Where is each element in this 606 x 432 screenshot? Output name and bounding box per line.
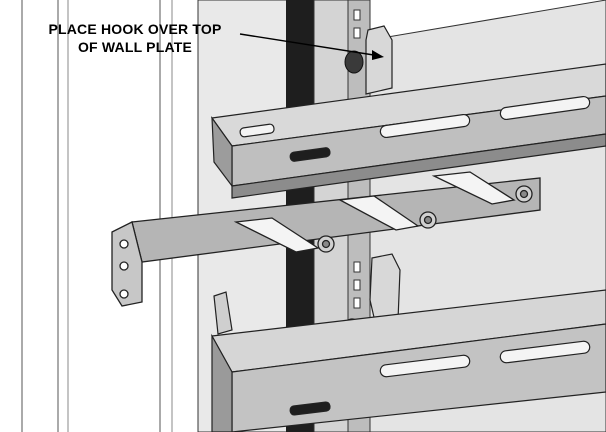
- callout-leader: [239, 33, 384, 60]
- upper-hook: [344, 25, 393, 95]
- lower-wall-plate: [211, 289, 606, 432]
- shelf-bracket: [111, 171, 541, 307]
- callout-label: PLACE HOOK OVER TOP OF WALL PLATE: [26, 20, 244, 56]
- callout-line-2: OF WALL PLATE: [77, 39, 193, 55]
- upper-wall-plate: [210, 63, 606, 199]
- callout-line-1: PLACE HOOK OVER TOP: [48, 21, 222, 37]
